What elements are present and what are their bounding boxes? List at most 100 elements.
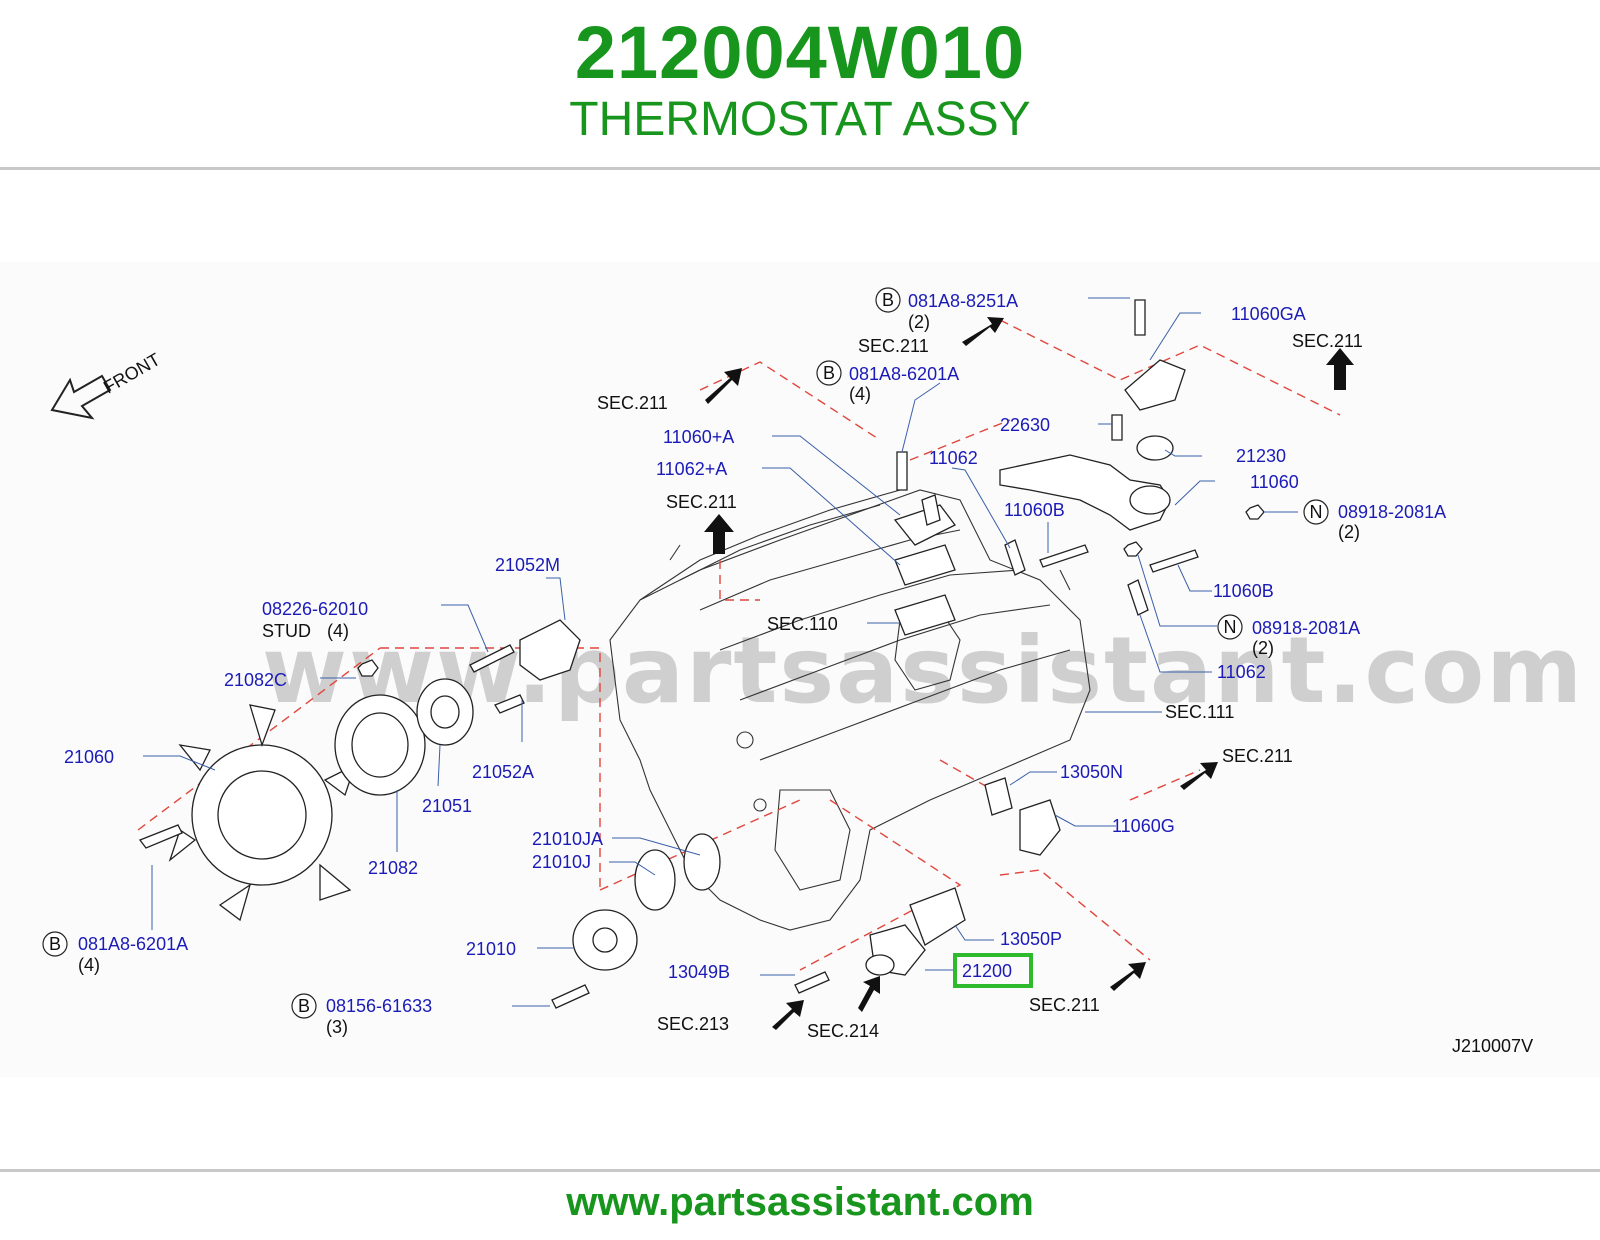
callout-11062-bottom[interactable]: 11062 <box>1217 662 1266 682</box>
sec-label: SEC.211 <box>858 336 929 356</box>
arrow-up-sec211-d-icon <box>704 514 734 554</box>
callout-11062-a[interactable]: 11062+A <box>656 459 727 479</box>
stud-08226-icon <box>469 644 515 673</box>
cover-11060ga-icon <box>1124 359 1186 411</box>
callout-08918-bottom[interactable]: 08918-2081A <box>1252 618 1360 638</box>
arrow-sec213-icon <box>772 1000 804 1030</box>
bolt-marker-b-icon <box>42 931 68 957</box>
qty-label: (4) <box>327 621 349 641</box>
sec-label: SEC.213 <box>657 1014 729 1034</box>
callout-11060ga[interactable]: 11060GA <box>1231 304 1306 324</box>
callout-08226-62010[interactable]: 08226-62010 <box>262 599 368 619</box>
gasket-13050p-icon <box>909 887 966 946</box>
fan-21060-icon <box>168 704 357 922</box>
arrow-up-sec211-c-icon <box>1326 348 1354 390</box>
bolt-marker-b-icon <box>291 993 317 1019</box>
qty-label: (4) <box>78 955 100 975</box>
callout-11060b-bottom[interactable]: 11060B <box>1213 581 1274 601</box>
marker-n-2: N <box>1224 617 1237 637</box>
callout-13050n[interactable]: 13050N <box>1060 762 1123 782</box>
callout-21051[interactable]: 21051 <box>422 796 472 816</box>
part-name-subtitle: THERMOSTAT ASSY <box>569 93 1031 146</box>
diagram-code: J210007V <box>1452 1036 1533 1056</box>
bolt-081a8-6201a-top-icon <box>896 451 908 491</box>
gasket-11062-bottom-icon <box>1127 579 1149 616</box>
arrow-sec211-e-icon <box>1180 762 1218 790</box>
thermostat-21230-icon <box>1136 435 1174 461</box>
gasket-21010ja-icon <box>683 833 721 891</box>
nut-21082c-icon <box>357 659 379 677</box>
callout-08156-61633[interactable]: 08156-61633 <box>326 996 432 1016</box>
callout-21200-highlighted[interactable]: 21200 <box>962 961 1012 981</box>
callout-11060g[interactable]: 11060G <box>1112 816 1175 836</box>
qty-label: (4) <box>849 384 871 404</box>
marker-b-3: B <box>49 934 61 954</box>
water-outlet-11060-icon <box>999 454 1171 531</box>
front-direction-indicator: FRONT <box>50 349 164 420</box>
qty-label: (2) <box>1338 522 1360 542</box>
gasket-11062a-icon <box>894 544 956 586</box>
stud-11060b-top-icon <box>1039 544 1089 568</box>
outlet-11060g-icon <box>1019 799 1061 856</box>
nut-marker-n-icon <box>1217 614 1243 640</box>
callout-21052m[interactable]: 21052M <box>495 555 560 575</box>
callout-21052a[interactable]: 21052A <box>472 762 534 782</box>
gasket-21010j-icon <box>634 849 676 911</box>
bolt-13049b-icon <box>794 971 830 994</box>
bracket-21052m-icon <box>519 619 581 681</box>
header-divider <box>0 167 1600 170</box>
qty-label: (3) <box>326 1017 348 1037</box>
sec-label: SEC.110 <box>767 614 838 634</box>
callout-21082[interactable]: 21082 <box>368 858 418 878</box>
sec-label: SEC.211 <box>1029 995 1100 1015</box>
callout-21060[interactable]: 21060 <box>64 747 114 767</box>
nut-marker-n-icon <box>1303 499 1329 525</box>
thermostat-housing-21200-icon <box>865 924 926 976</box>
nut-08918-bottom-icon <box>1123 541 1143 557</box>
arrow-sec211-f-icon <box>1110 962 1146 991</box>
gasket-13050n-icon <box>984 777 1013 816</box>
sec-label: SEC.111 <box>1165 702 1234 722</box>
bolt-21052a-icon <box>494 694 525 714</box>
front-label: FRONT <box>100 349 164 397</box>
marker-b-1: B <box>882 290 894 310</box>
front-arrow-icon <box>50 374 112 420</box>
highlight-box <box>953 953 1033 988</box>
sec-label: SEC.211 <box>597 393 668 413</box>
callout-11060[interactable]: 11060 <box>1250 472 1299 492</box>
callout-081a8-8251a[interactable]: 081A8-8251A <box>908 291 1018 311</box>
callout-13050p[interactable]: 13050P <box>1000 929 1062 949</box>
marker-n-1: N <box>1310 502 1323 522</box>
callout-081a8-6201a-top[interactable]: 081A8-6201A <box>849 364 959 384</box>
callout-21010ja[interactable]: 21010JA <box>532 829 603 849</box>
callout-21082c[interactable]: 21082C <box>224 670 287 690</box>
callout-21010[interactable]: 21010 <box>466 939 516 959</box>
callout-21230[interactable]: 21230 <box>1236 446 1286 466</box>
bolt-marker-b-icon <box>816 360 842 386</box>
callout-081a8-6201a-left[interactable]: 081A8-6201A <box>78 934 188 954</box>
sec-label: SEC.211 <box>1222 746 1293 766</box>
arrow-sec211-b-icon <box>962 317 1004 346</box>
arrow-sec214-icon <box>858 976 880 1012</box>
callout-13049b[interactable]: 13049B <box>668 962 730 982</box>
qty-label: (2) <box>908 312 930 332</box>
callout-11060b-top[interactable]: 11060B <box>1004 500 1065 520</box>
sec-label: SEC.214 <box>807 1021 879 1041</box>
stud-11060b-bottom-icon <box>1149 549 1199 573</box>
nut-08918-top-icon <box>1245 504 1265 520</box>
callout-21010j[interactable]: 21010J <box>532 852 591 872</box>
bolt-081a8-left-icon <box>138 824 183 849</box>
diagram-background <box>0 262 1600 1077</box>
marker-b-2: B <box>823 363 835 383</box>
water-pump-21010-icon <box>572 909 638 971</box>
callout-11060-a[interactable]: 11060+A <box>663 427 734 447</box>
website-link[interactable]: www.partsassistant.com <box>566 1180 1034 1224</box>
callout-08918-top[interactable]: 08918-2081A <box>1338 502 1446 522</box>
gasket-sec110-icon <box>894 594 956 636</box>
parts <box>138 299 1265 1009</box>
bolt-081a8-8251a-icon <box>1134 299 1146 336</box>
callout-11062-top[interactable]: 11062 <box>929 448 978 468</box>
part-number-title: 212004W010 <box>574 11 1026 94</box>
callout-22630[interactable]: 22630 <box>1000 415 1050 435</box>
